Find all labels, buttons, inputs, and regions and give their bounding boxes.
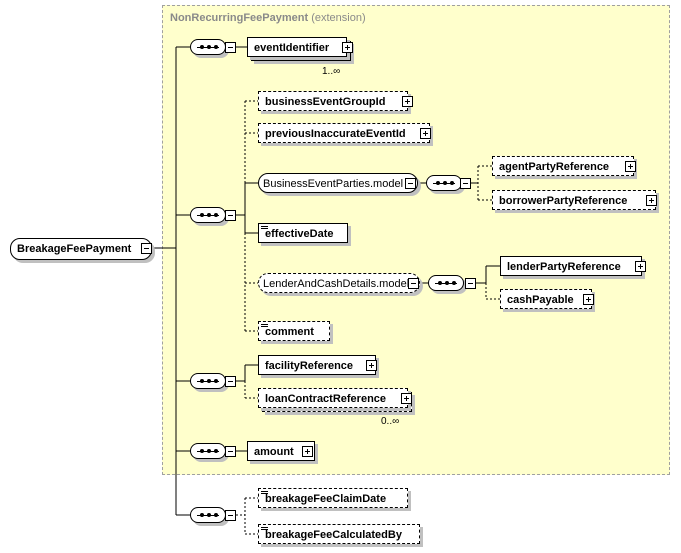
group-business-event-parties[interactable]: BusinessEventParties.model — [258, 173, 418, 193]
expand-icon[interactable] — [366, 360, 377, 371]
element-loan-contract-reference[interactable]: loanContractReference — [258, 388, 408, 408]
element-breakage-fee-claim-date[interactable]: breakageFeeClaimDate — [258, 488, 408, 508]
element-facility-reference[interactable]: facilityReference — [258, 355, 376, 375]
sequence-compositor — [428, 275, 464, 291]
expand-icon[interactable] — [302, 446, 313, 457]
text-type-icon — [261, 527, 268, 533]
sequence-compositor — [190, 443, 226, 459]
element-amount[interactable]: amount — [247, 441, 315, 461]
extension-container — [162, 5, 670, 475]
element-lender-party-reference[interactable]: lenderPartyReference — [500, 256, 642, 276]
collapse-icon[interactable] — [225, 510, 236, 521]
collapse-icon[interactable] — [225, 446, 236, 457]
root-element[interactable]: BreakageFeePayment — [10, 238, 152, 260]
expand-icon[interactable] — [635, 261, 646, 272]
expand-icon[interactable] — [402, 96, 413, 107]
collapse-icon[interactable] — [225, 376, 236, 387]
expand-icon[interactable] — [625, 161, 636, 172]
sequence-compositor — [190, 39, 226, 55]
text-type-icon — [261, 226, 268, 232]
sequence-compositor — [190, 207, 226, 223]
element-effective-date[interactable]: effectiveDate — [258, 223, 348, 243]
text-type-icon — [261, 324, 268, 330]
element-business-event-group-id[interactable]: businessEventGroupId — [258, 91, 408, 111]
collapse-icon[interactable] — [460, 178, 471, 189]
element-previous-inaccurate-event-id[interactable]: previousInaccurateEventId — [258, 123, 430, 143]
expand-icon[interactable] — [342, 42, 353, 53]
element-borrower-party-reference[interactable]: borrowerPartyReference — [492, 190, 656, 210]
collapse-icon[interactable] — [408, 278, 419, 289]
expand-icon[interactable] — [583, 294, 594, 305]
element-breakage-fee-calculated-by[interactable]: breakageFeeCalculatedBy — [258, 524, 420, 544]
collapse-icon[interactable] — [225, 42, 236, 53]
cardinality-label: 0..∞ — [381, 416, 400, 427]
element-agent-party-reference[interactable]: agentPartyReference — [492, 156, 634, 176]
expand-icon[interactable] — [401, 393, 412, 404]
element-cash-payable[interactable]: cashPayable — [500, 289, 592, 309]
extension-title: NonRecurringFeePayment (extension) — [170, 12, 366, 24]
element-comment[interactable]: comment — [258, 321, 330, 341]
group-lender-and-cash-details[interactable]: LenderAndCashDetails.model — [258, 273, 420, 293]
sequence-compositor — [190, 507, 226, 523]
cardinality-label: 1..∞ — [322, 66, 341, 77]
collapse-icon[interactable] — [405, 178, 416, 189]
element-event-identifier[interactable]: eventIdentifier — [247, 37, 347, 57]
expand-icon[interactable] — [646, 195, 657, 206]
sequence-compositor — [190, 373, 226, 389]
text-type-icon — [261, 491, 268, 497]
sequence-compositor — [426, 175, 462, 191]
collapse-icon[interactable] — [465, 278, 476, 289]
expand-icon[interactable] — [420, 128, 431, 139]
collapse-icon[interactable] — [141, 243, 152, 254]
collapse-icon[interactable] — [225, 210, 236, 221]
